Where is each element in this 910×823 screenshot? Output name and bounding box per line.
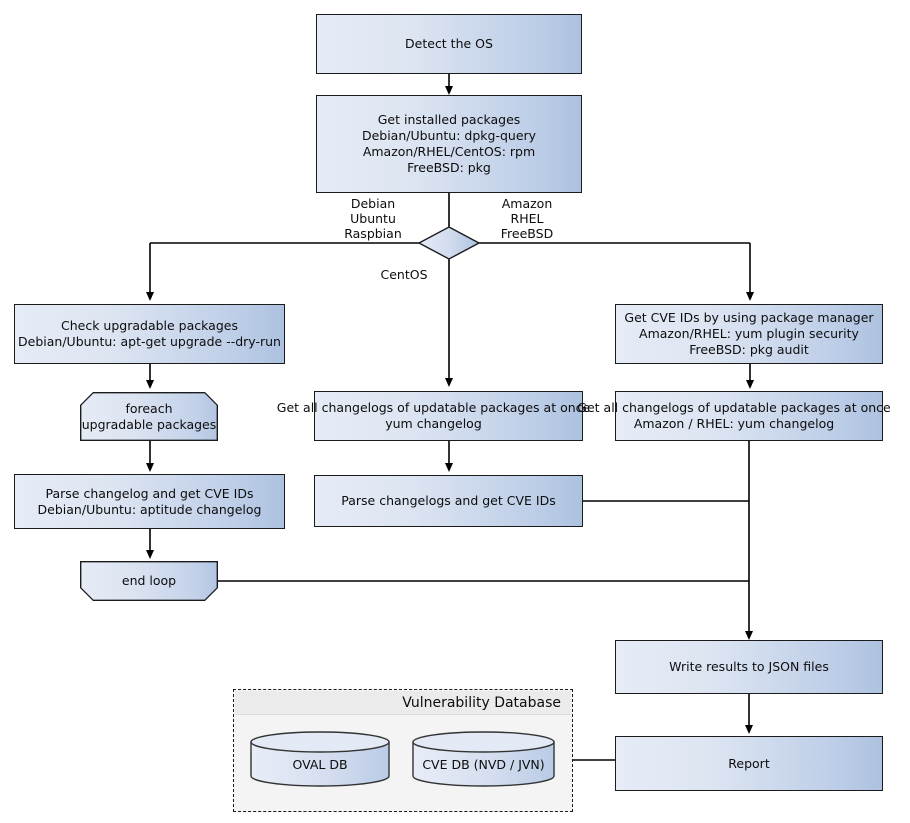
text-line: Amazon: [501, 196, 553, 211]
text-line: Debian/Ubuntu: dpkg-query: [361, 128, 537, 143]
text-line: FreeBSD: pkg: [407, 160, 491, 175]
node-label: end loop: [121, 573, 177, 588]
node-write-results-json[interactable]: Write results to JSON files: [615, 640, 883, 694]
text-line: Raspbian: [344, 226, 402, 241]
node-check-upgradable-packages[interactable]: Check upgradable packages Debian/Ubuntu:…: [14, 304, 285, 364]
node-label: Parse changelog and get CVE IDs Debian/U…: [38, 486, 262, 518]
node-get-installed-packages[interactable]: Get installed packages Debian/Ubuntu: dp…: [316, 95, 582, 193]
node-label: foreach upgradable packages: [82, 401, 217, 433]
text-line: yum changelog: [385, 416, 482, 431]
node-label: Get all changelogs of updatable packages…: [577, 400, 890, 432]
node-report[interactable]: Report: [615, 736, 883, 791]
node-label: Get all changelogs of updatable packages…: [277, 400, 590, 432]
text-line: Amazon/RHEL/CentOS: rpm: [362, 144, 536, 159]
node-get-changelogs-right[interactable]: Get all changelogs of updatable packages…: [577, 391, 891, 441]
node-get-cve-ids-right[interactable]: Get CVE IDs by using package manager Ama…: [615, 304, 883, 364]
node-label: Parse changelogs and get CVE IDs: [341, 493, 556, 508]
node-label: Detect the OS: [405, 36, 493, 51]
text-line: Check upgradable packages: [61, 318, 238, 333]
text-line: Debian/Ubuntu: aptitude changelog: [37, 501, 262, 517]
node-label: Get CVE IDs by using package manager Ama…: [624, 310, 873, 358]
edge-label-center-branch: CentOS: [368, 267, 440, 282]
text-line: Get all changelogs of updatable packages…: [577, 400, 891, 415]
group-title: Vulnerability Database: [402, 694, 561, 711]
text-line: upgradable packages: [81, 416, 217, 432]
text-line: Get CVE IDs by using package manager: [624, 310, 874, 325]
edge-label-right-branch: Amazon RHEL FreeBSD: [484, 196, 570, 241]
text-line: foreach: [125, 400, 173, 416]
node-get-changelogs-center[interactable]: Get all changelogs of updatable packages…: [277, 391, 590, 441]
text-line: RHEL: [510, 211, 544, 226]
node-foreach-inner: foreach upgradable packages: [81, 393, 216, 439]
node-label: Report: [728, 755, 770, 771]
node-end-loop-inner: end loop: [81, 562, 216, 599]
text-line: CentOS: [380, 267, 428, 282]
node-end-loop[interactable]: end loop: [80, 561, 218, 601]
edge-label-left-branch: Debian Ubuntu Raspbian: [330, 196, 416, 241]
text-line: Amazon / RHEL: yum changelog: [633, 416, 835, 431]
text-line: Get installed packages: [377, 112, 521, 127]
node-detect-the-os[interactable]: Detect the OS: [316, 14, 582, 74]
node-label: Write results to JSON files: [669, 659, 829, 674]
node-label: Check upgradable packages Debian/Ubuntu:…: [18, 318, 281, 350]
node-label: Get installed packages Debian/Ubuntu: dp…: [362, 112, 536, 176]
db-label: OVAL DB: [292, 757, 348, 772]
db-label: CVE DB (NVD / JVN): [422, 757, 545, 772]
db-cylinder-cve[interactable]: CVE DB (NVD / JVN): [412, 731, 555, 787]
text-line: Amazon/RHEL: yum plugin security: [639, 326, 859, 341]
node-parse-changelog-left[interactable]: Parse changelog and get CVE IDs Debian/U…: [14, 474, 285, 529]
text-line: FreeBSD: pkg audit: [689, 342, 809, 357]
text-line: Ubuntu: [350, 211, 396, 226]
db-cylinder-oval[interactable]: OVAL DB: [250, 731, 390, 787]
text-line: Debian/Ubuntu: apt-get upgrade --dry-run: [18, 334, 281, 349]
text-line: Debian: [350, 196, 396, 211]
text-line: FreeBSD: [500, 226, 554, 241]
group-title-bar: Vulnerability Database: [235, 691, 571, 715]
text-line: Get all changelogs of updatable packages…: [276, 400, 591, 415]
node-decision-os-family[interactable]: [417, 226, 481, 260]
node-foreach-upgradable-packages[interactable]: foreach upgradable packages: [80, 392, 218, 441]
text-line: Parse changelog and get CVE IDs: [45, 485, 254, 501]
node-parse-changelogs-center[interactable]: Parse changelogs and get CVE IDs: [314, 475, 583, 527]
